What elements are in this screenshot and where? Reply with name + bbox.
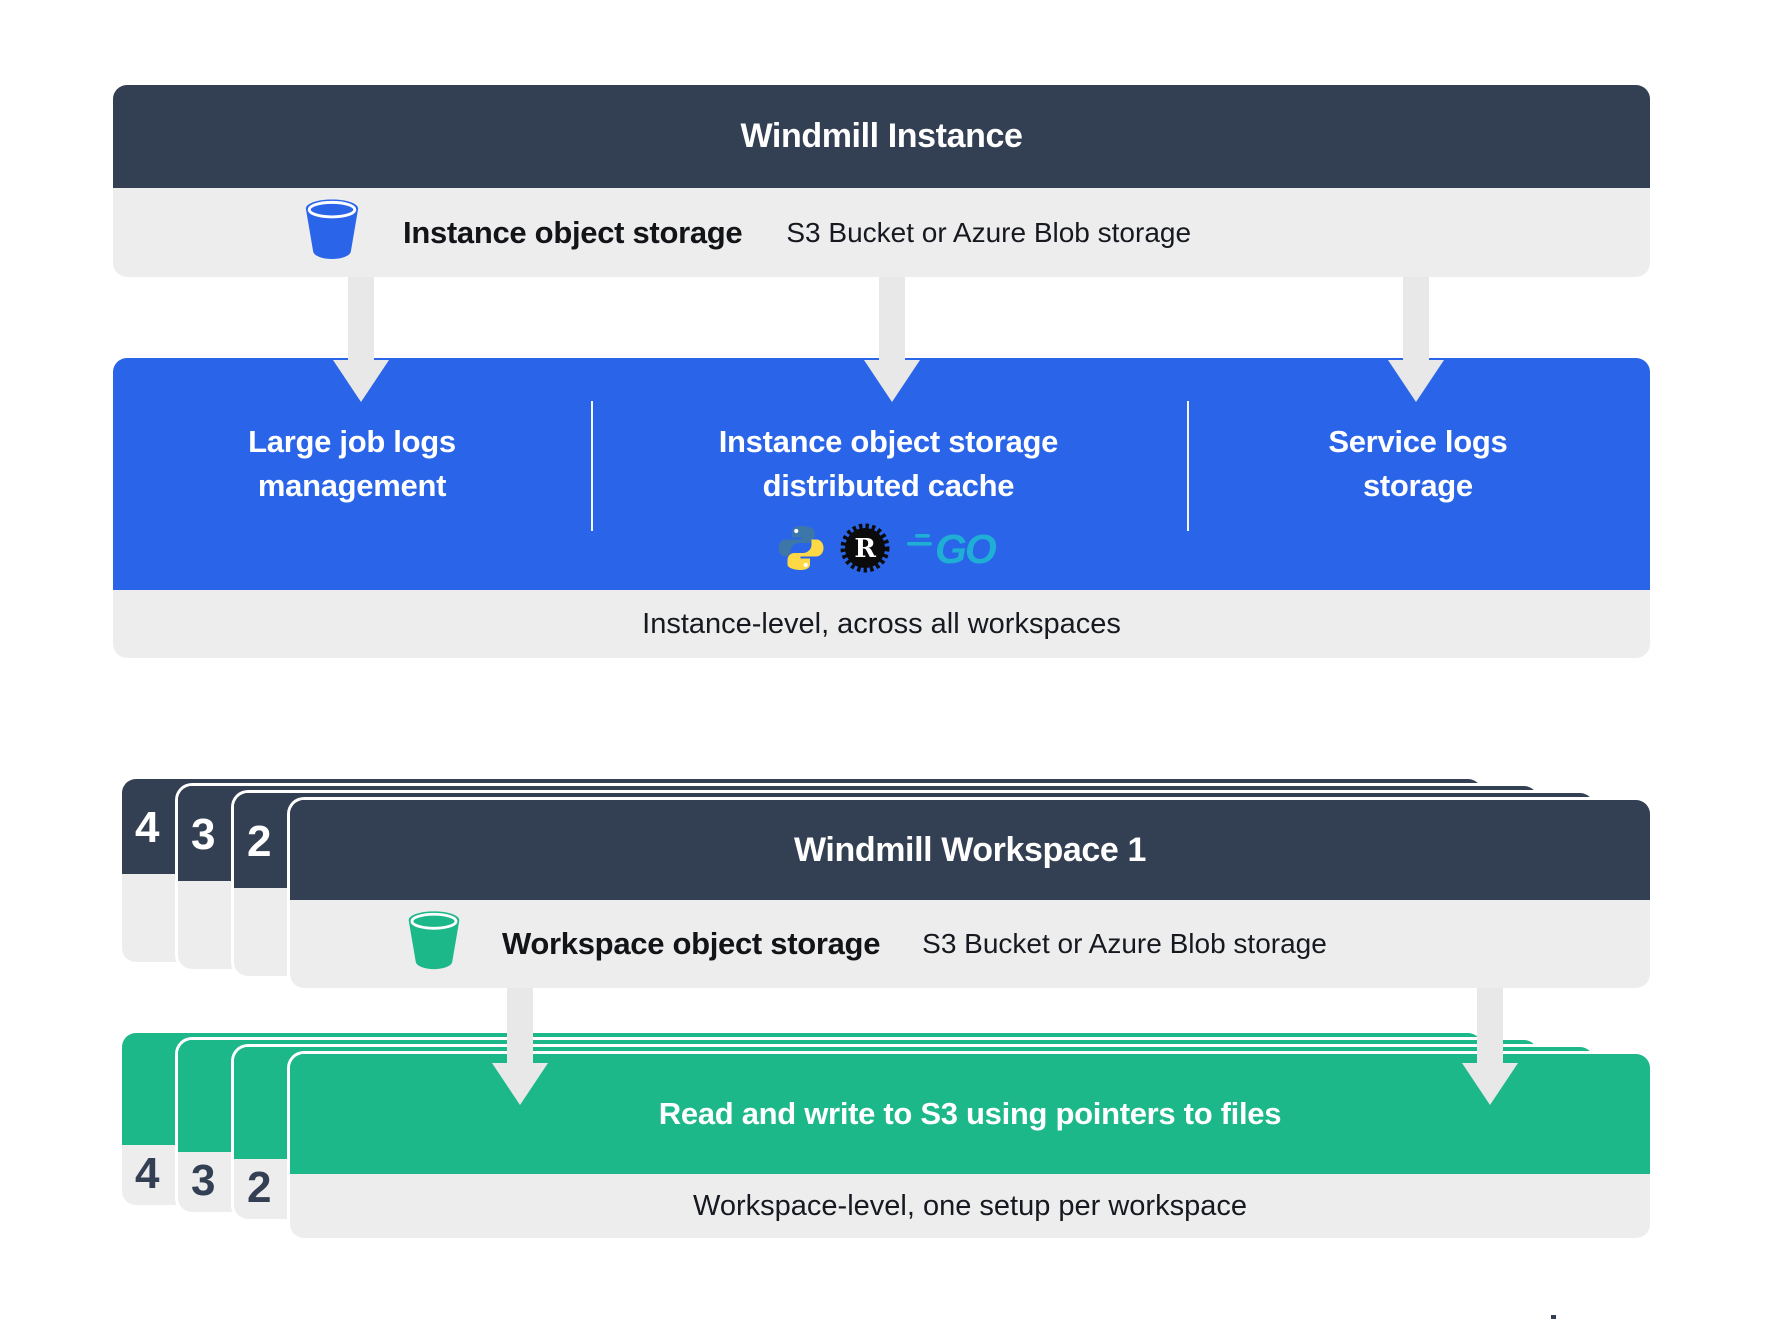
feature-line: Service logs — [1328, 424, 1508, 459]
arrow-down-center-head — [864, 360, 920, 402]
arrow-down-ws-right-head — [1462, 1063, 1518, 1105]
language-icons: R GO — [777, 522, 999, 586]
rust-icon: R — [839, 522, 891, 586]
workspace-number: 4 — [135, 803, 160, 852]
svg-text:GO: GO — [935, 526, 997, 571]
green-number: 2 — [247, 1163, 272, 1212]
workspace-card-1: Windmill Workspace 1 Workspace object st… — [290, 800, 1650, 988]
instance-storage-detail: S3 Bucket or Azure Blob storage — [786, 216, 1192, 248]
instance-footer-label: Instance-level, across all workspaces — [642, 607, 1121, 640]
workspace-card-header: Windmill Workspace 1 — [290, 800, 1650, 900]
green-action-label: Read and write to S3 using pointers to f… — [658, 1096, 1282, 1131]
svg-text:R: R — [855, 534, 877, 564]
bucket-icon — [406, 910, 462, 978]
workspace-number: 2 — [247, 817, 272, 866]
instance-storage-label: Instance object storage — [403, 214, 743, 250]
arrow-down-center — [879, 277, 905, 365]
feature-service-logs: Service logs storage — [1186, 420, 1650, 508]
instance-storage-row: Instance object storage S3 Bucket or Azu… — [113, 188, 1650, 277]
feature-line: distributed cache — [762, 468, 1015, 503]
instance-footer: Instance-level, across all workspaces — [113, 590, 1650, 658]
bucket-icon — [303, 198, 361, 268]
workspace-storage-label: Workspace object storage — [502, 926, 881, 961]
workspace-number: 3 — [191, 810, 216, 859]
arrow-down-left — [348, 277, 374, 365]
divider — [1187, 401, 1189, 531]
feature-line: Instance object storage — [718, 424, 1059, 459]
arrow-down-right — [1403, 277, 1429, 365]
instance-title: Windmill Instance — [740, 117, 1023, 155]
arrow-down-left-head — [333, 360, 389, 402]
feature-line: management — [257, 468, 447, 503]
instance-card-header: Windmill Instance — [113, 85, 1650, 188]
feature-line: Large job logs — [248, 424, 456, 459]
python-icon — [777, 524, 825, 584]
green-card-1: Read and write to S3 using pointers to f… — [290, 1054, 1650, 1238]
workspace-storage-row: Workspace object storage S3 Bucket or Az… — [290, 900, 1650, 988]
corner-artifact-dot — [1551, 1315, 1556, 1319]
arrow-down-ws-left-head — [492, 1063, 548, 1105]
green-action-banner: Read and write to S3 using pointers to f… — [290, 1054, 1650, 1174]
green-number: 3 — [191, 1156, 216, 1205]
feature-line: storage — [1362, 468, 1473, 503]
arrow-down-right-head — [1388, 360, 1444, 402]
feature-distributed-cache: Instance object storage distributed cach… — [591, 420, 1186, 586]
feature-large-job-logs: Large job logs management — [113, 420, 591, 508]
divider — [591, 401, 593, 531]
workspace-footer-label: Workspace-level, one setup per workspace — [693, 1189, 1247, 1222]
go-icon: GO — [905, 525, 999, 583]
green-number: 4 — [135, 1149, 160, 1198]
arrow-down-ws-right — [1477, 988, 1503, 1072]
workspace-title: Windmill Workspace 1 — [794, 830, 1146, 869]
workspace-footer: Workspace-level, one setup per workspace — [290, 1174, 1650, 1238]
arrow-down-ws-left — [507, 988, 533, 1072]
workspace-storage-detail: S3 Bucket or Azure Blob storage — [922, 928, 1327, 959]
